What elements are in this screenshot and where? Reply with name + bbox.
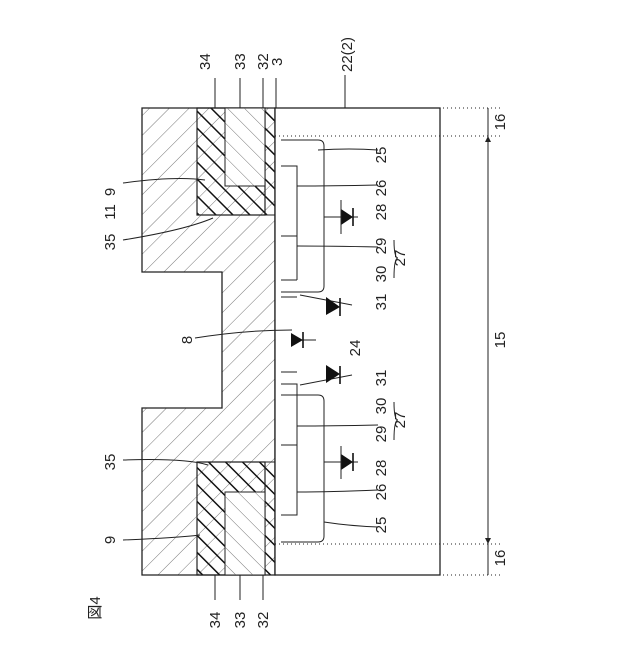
- label-3-top: 3: [269, 58, 286, 66]
- label-35-lower: 35: [102, 454, 119, 471]
- label-26-lower: 26: [373, 484, 390, 501]
- label-31-upper: 31: [373, 294, 390, 311]
- label-30-upper: 30: [373, 266, 390, 283]
- label-34-bottom: 34: [207, 612, 224, 629]
- label-29-lower: 29: [373, 426, 390, 443]
- label-11: 11: [102, 204, 119, 220]
- label-33-top: 33: [232, 53, 249, 70]
- figure-label: 図4: [87, 596, 104, 619]
- label-28-lower: 28: [373, 460, 390, 477]
- label-26-upper: 26: [373, 180, 390, 197]
- label-28-upper: 28: [373, 204, 390, 221]
- label-9-lower: 9: [102, 536, 119, 544]
- label-31-lower: 31: [373, 370, 390, 387]
- label-22-top: 22(2): [339, 37, 356, 72]
- label-32-bottom: 32: [255, 612, 272, 629]
- label-24: 24: [347, 340, 364, 357]
- label-8: 8: [179, 336, 196, 344]
- label-35-upper: 35: [102, 234, 119, 251]
- label-29-upper: 29: [373, 238, 390, 255]
- label-30-lower: 30: [373, 398, 390, 415]
- label-9-upper: 9: [102, 188, 119, 196]
- label-16-bottom: 16: [492, 550, 509, 567]
- dimension-lines: [485, 108, 491, 575]
- label-16-top: 16: [492, 114, 509, 131]
- label-25-lower: 25: [373, 517, 390, 534]
- label-33-bottom: 33: [232, 612, 249, 629]
- label-34-top: 34: [197, 53, 214, 70]
- label-15: 15: [492, 332, 509, 349]
- label-25-upper: 25: [373, 147, 390, 164]
